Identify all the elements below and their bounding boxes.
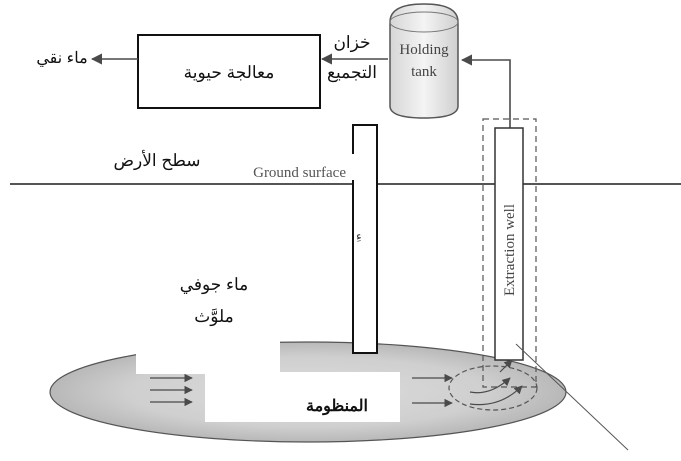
holding-tank-en-line1: Holding (399, 42, 449, 58)
groundwater-label-line2: ملوَّث (194, 307, 234, 327)
system-label: المنظومة (306, 398, 368, 416)
barrier-mark: ءِ (356, 229, 362, 243)
holding-tank (389, 3, 459, 119)
holding-tank-en-line2: tank (411, 64, 437, 80)
ground-surface-en-label: Ground surface (253, 165, 346, 181)
holding-tank-top (389, 11, 459, 33)
capture-ellipse (448, 365, 538, 411)
bio-treatment-label: معالجة حيوية (184, 63, 275, 83)
holding-tank-ar-line1: خزان (333, 33, 370, 53)
label-cutout-top (136, 338, 280, 374)
extraction-well-label: Extraction well (502, 204, 518, 296)
leader-line (515, 343, 629, 451)
ground-surface-ar-label: سطح الأرض (113, 150, 200, 171)
label-cutout-system (205, 372, 400, 422)
flow-arrow-6 (469, 377, 511, 394)
flow-arrow-8 (499, 359, 513, 373)
flow-arrow-7 (469, 385, 523, 406)
clean-water-label: ماء نقي (36, 50, 87, 67)
holding-tank-ar-line2: التجميع (327, 63, 377, 83)
vertical-barrier (352, 124, 378, 354)
well-to-tank-pipe (460, 54, 511, 128)
bio-treatment-box (137, 34, 321, 109)
ground-label-bg (212, 154, 354, 180)
groundwater-label-line1: ماء جوفي (180, 275, 249, 295)
